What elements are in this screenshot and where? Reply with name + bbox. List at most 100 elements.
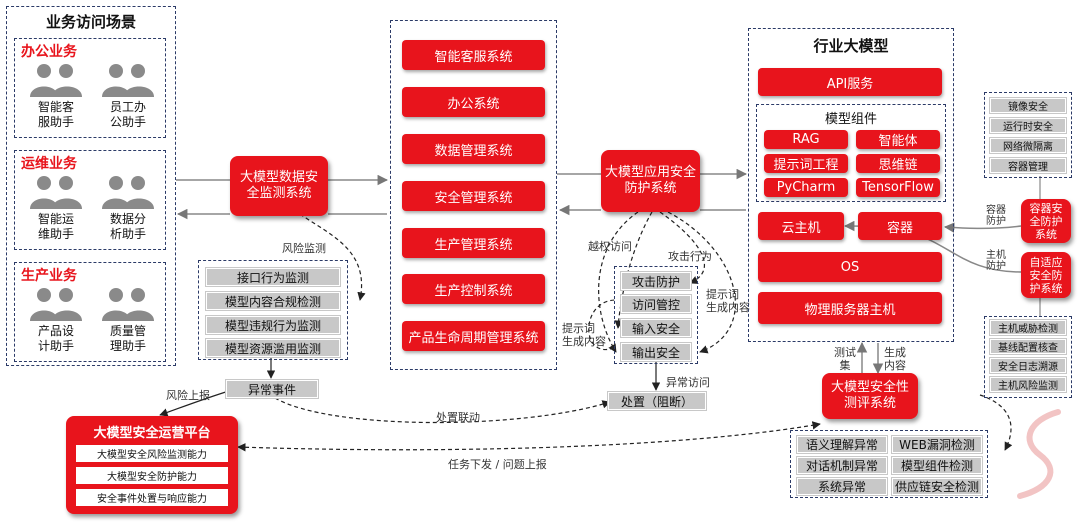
app-security-protection[interactable]: 大模型应用安全 防护系统 [601,150,700,212]
system-production-management[interactable]: 生产管理系统 [402,228,545,258]
risk-monitor-label: 风险监测 [282,242,326,255]
eval-system[interactable]: 大模型安全性测评系统 [822,373,918,419]
people-icon [102,64,154,97]
check-compliance: 模型内容合规检测 [206,292,340,310]
systems-panel [390,20,557,370]
group-ops: 运维业务 智能运维助手 数据分析助手 [14,150,166,250]
feat-baseline-check: 基线配置核查 [990,339,1066,354]
person-3-label: 智能运维助手 [37,212,74,241]
container-feature-panel [984,92,1072,178]
system-data-management[interactable]: 数据管理系统 [402,134,545,164]
comp-agent[interactable]: 智能体 [856,130,940,149]
group-production-title: 生产业务 [21,268,77,284]
label-attack-behavior: 攻击行为 [668,250,712,263]
comp-prompt-eng[interactable]: 提示词工程 [764,154,848,173]
eval-check-panel [790,430,988,498]
data-security-monitor[interactable]: 大模型数据安 全监测系统 [230,156,328,216]
person-4-label: 数据分析助手 [109,212,146,241]
person-5: 产品设计助手 [21,285,91,354]
curve-left-loop [588,299,617,351]
people-icon [30,64,82,97]
risk-report-label: 风险上报 [166,389,210,402]
group-production: 生产业务 产品设计助手 质量管理助手 [14,262,166,362]
person-1-label: 智能客服助手 [37,100,74,129]
container[interactable]: 容器 [858,212,942,240]
disposal-block: 处置（阻断） [608,392,706,410]
feat-micro-segmentation: 网络微隔离 [990,138,1066,153]
api-service[interactable]: API服务 [758,68,942,96]
curve-eval-checks [979,394,1013,451]
scene-panel: 业务访问场景 [6,6,176,366]
comp-pycharm[interactable]: PyCharm [764,178,848,197]
model-components-panel: 模型组件 [756,104,946,202]
ops-cap-risk-monitor: 大模型安全风险监测能力 [76,444,228,462]
label-test-set: 测试集 [834,346,856,372]
host-feature-panel [984,316,1072,398]
curve-right-prompt [667,211,736,354]
curve-unauth [598,211,639,353]
eval-supply-chain: 供应链安全检测 [892,478,982,495]
physical-server[interactable]: 物理服务器主机 [758,292,942,324]
person-2-label: 员工办公助手 [109,100,146,129]
ops-cap-incident-response: 安全事件处置与响应能力 [76,488,228,506]
comp-tensorflow[interactable]: TensorFlow [856,178,940,197]
arrow-anomaly-to-ops [159,389,233,417]
comp-rag[interactable]: RAG [764,130,848,149]
anomaly-event: 异常事件 [226,380,318,398]
system-plm[interactable]: 产品生命周期管理系统 [402,321,545,351]
check-violation: 模型违规行为监测 [206,316,340,334]
func-output-security: 输出安全 [621,343,691,361]
func-input-security: 输入安全 [621,319,691,337]
line-task-issue [237,421,821,452]
label-disposal-linkage: 处置联动 [436,411,480,424]
app-function-panel [614,266,698,364]
people-icon [102,288,154,321]
eval-semantic: 语义理解异常 [797,436,887,453]
func-attack-protection: 攻击防护 [621,272,691,290]
eval-component: 模型组件检测 [892,457,982,474]
system-office[interactable]: 办公系统 [402,87,545,117]
cloud-host[interactable]: 云主机 [758,212,844,240]
group-office: 办公业务 智能客服助手 员工办公助手 [14,38,166,138]
host-security-system[interactable]: 自适应安全防护系统 [1021,252,1071,298]
ops-platform[interactable]: 大模型安全运营平台 大模型安全风险监测能力 大模型安全防护能力 安全事件处置与响… [66,416,238,514]
person-3: 智能运维助手 [21,173,91,242]
eval-system-anomaly: 系统异常 [797,478,887,495]
people-icon [30,176,82,209]
ops-cap-protection: 大模型安全防护能力 [76,466,228,484]
eval-web-vuln: WEB漏洞检测 [892,436,982,453]
person-1: 智能客服助手 [21,61,91,130]
label-prompt-right: 提示词生成内容 [706,288,750,314]
industry-model-title: 行业大模型 [813,37,889,55]
check-abuse: 模型资源滥用监测 [206,339,340,357]
person-5-label: 产品设计助手 [37,324,74,353]
label-container-protect: 容器防护 [986,205,1006,227]
feat-host-risk: 主机风险监测 [990,377,1066,392]
system-production-control[interactable]: 生产控制系统 [402,274,545,304]
ops-platform-title: 大模型安全运营平台 [93,426,211,441]
check-interface: 接口行为监测 [206,268,340,286]
os[interactable]: OS [758,252,942,282]
comp-cot[interactable]: 思维链 [856,154,940,173]
people-icon [30,288,82,321]
system-customer-service[interactable]: 智能客服系统 [402,40,545,70]
person-6: 质量管理助手 [93,285,163,354]
func-access-control: 访问管控 [621,295,691,313]
feat-runtime-security: 运行时安全 [990,118,1066,133]
feat-log-trace: 安全日志溯源 [990,358,1066,373]
label-abnormal-access: 异常访问 [666,376,710,389]
person-2: 员工办公助手 [93,61,163,130]
eval-dialog: 对话机制异常 [797,457,887,474]
label-prompt-left: 提示词生成内容 [562,322,606,348]
arrow-container-protect [943,222,1022,233]
group-ops-title: 运维业务 [21,156,77,172]
label-unauthorized: 越权访问 [588,240,632,253]
curve-risk-monitor [299,213,366,301]
system-security-management[interactable]: 安全管理系统 [402,181,545,211]
logo-swoosh [1017,409,1061,499]
group-office-title: 办公业务 [21,44,77,60]
feat-host-threat: 主机威胁检测 [990,320,1066,335]
container-security-system[interactable]: 容器安全防护系统 [1021,199,1071,243]
person-4: 数据分析助手 [93,173,163,242]
industry-model-panel: 行业大模型 [748,28,954,342]
